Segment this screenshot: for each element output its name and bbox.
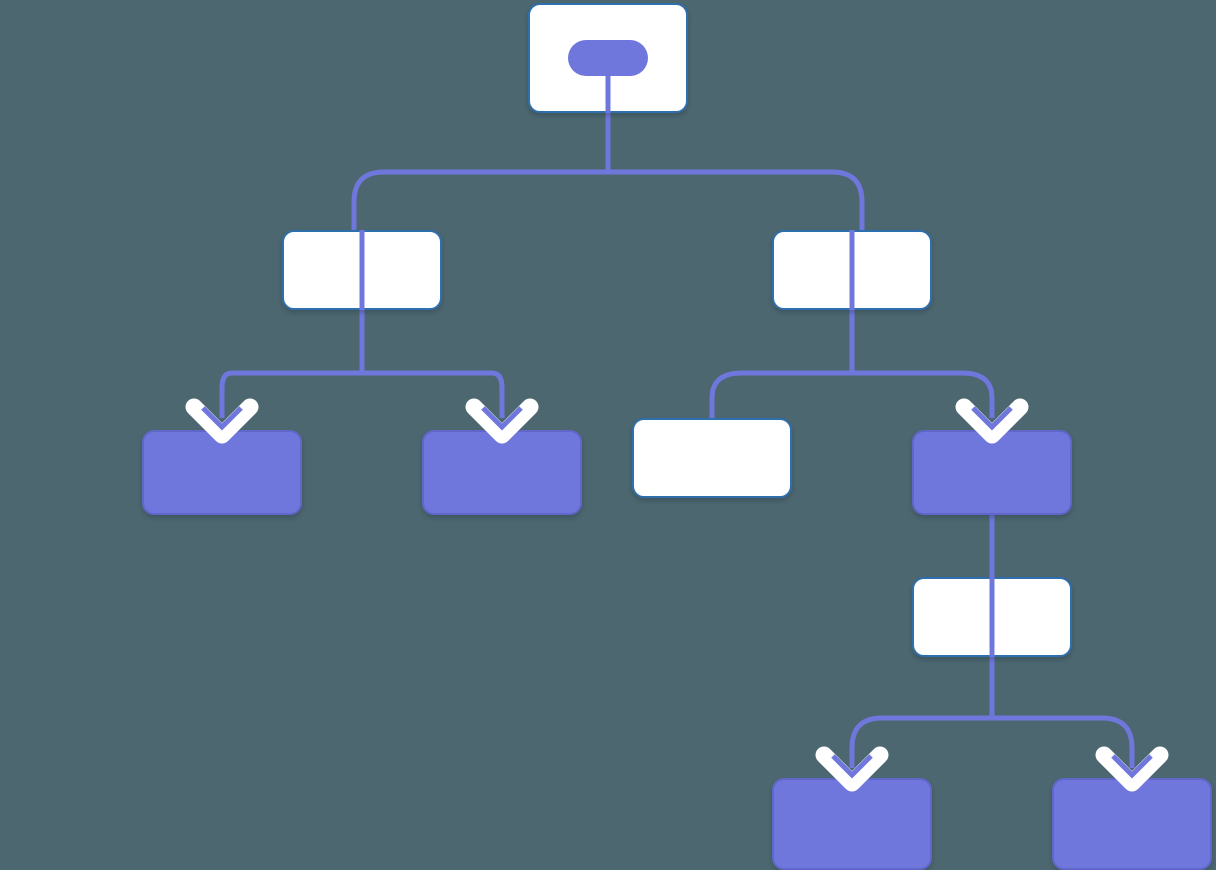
diagram-node-leaf-1[interactable] — [142, 430, 302, 515]
diagram-node-node-mid[interactable] — [912, 430, 1072, 515]
diagram-node-branch-right[interactable] — [772, 230, 932, 310]
diagram-node-leaf-2[interactable] — [422, 430, 582, 515]
diagram-node-branch-deep[interactable] — [912, 577, 1072, 657]
diagram-node-leaf-4[interactable] — [772, 778, 932, 870]
node-pill-badge — [568, 40, 648, 76]
diagram-node-branch-left[interactable] — [282, 230, 442, 310]
diagram-node-leaf-5[interactable] — [1052, 778, 1212, 870]
diagram-node-root[interactable] — [528, 3, 688, 113]
diagram-node-leaf-3[interactable] — [632, 418, 792, 498]
